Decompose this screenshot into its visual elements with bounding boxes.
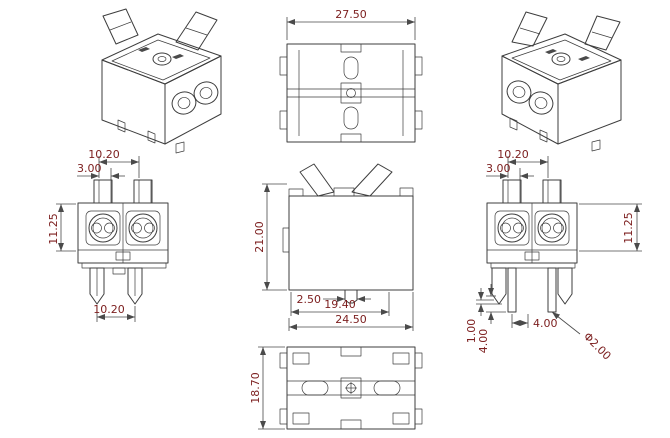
pole-circle bbox=[128, 213, 158, 243]
solder-pin bbox=[507, 267, 517, 313]
dim-front-right-pin-step: 1.00 bbox=[465, 288, 502, 343]
lever-profile bbox=[299, 163, 335, 197]
dim-text-right-pitch-top: 10.20 bbox=[497, 148, 529, 161]
lever-right bbox=[584, 15, 621, 51]
view-top bbox=[279, 43, 423, 143]
lever-left bbox=[102, 8, 139, 45]
lever-right bbox=[175, 11, 218, 51]
solder-pin bbox=[547, 267, 557, 313]
dim-text-right-height: 11.25 bbox=[622, 212, 635, 244]
dim-text-left-slot: 3.00 bbox=[77, 162, 102, 175]
dim-text-top-width: 27.50 bbox=[335, 8, 367, 21]
dim-text-left-height: 11.25 bbox=[47, 213, 60, 245]
dim-text-side-body-width: 19.40 bbox=[324, 298, 356, 311]
dim-bottom-view-depth: 18.70 bbox=[249, 346, 285, 430]
dim-front-right-pin-length: 4.00 bbox=[477, 284, 506, 353]
dim-text-pin-offset: 4.00 bbox=[533, 317, 558, 330]
dim-front-right-pitch-top: 10.20 bbox=[497, 148, 549, 178]
pole-circle bbox=[88, 213, 118, 243]
mount-foot bbox=[89, 267, 105, 305]
dim-text-left-pitch-top: 10.20 bbox=[88, 148, 120, 161]
dim-front-left-height: 11.25 bbox=[47, 203, 76, 252]
dim-text-side-overall-width: 24.50 bbox=[335, 313, 367, 326]
dim-front-right-pin-offset: 4.00 bbox=[511, 314, 558, 330]
dim-text-bottom-depth: 18.70 bbox=[249, 372, 262, 404]
wire-entry-icon bbox=[506, 80, 532, 104]
mount-foot bbox=[127, 267, 143, 305]
lever-profile bbox=[351, 163, 393, 197]
dim-front-left-pitch-bottom: 10.20 bbox=[93, 303, 136, 322]
pole-circle bbox=[537, 213, 567, 243]
mount-foot bbox=[557, 267, 573, 305]
dim-top-view-width: 27.50 bbox=[286, 8, 416, 40]
dim-front-left-slot: 3.00 bbox=[77, 162, 125, 180]
wire-entry-icon bbox=[528, 91, 554, 115]
dim-front-left-pitch-top: 10.20 bbox=[88, 148, 140, 178]
view-iso-left bbox=[101, 8, 222, 154]
dim-text-pin-step: 1.00 bbox=[465, 319, 478, 344]
dim-text-left-pitch-bottom: 10.20 bbox=[93, 303, 125, 316]
dim-front-right-height: 11.25 bbox=[579, 203, 642, 252]
dim-text-pin-diameter: Φ2.00 bbox=[581, 330, 614, 363]
dim-front-right-slot: 3.00 bbox=[486, 162, 534, 180]
view-front-right bbox=[486, 179, 578, 313]
view-side bbox=[282, 163, 414, 304]
dim-front-right-pin-diameter: Φ2.00 bbox=[551, 311, 614, 363]
dim-text-side-foot: 2.50 bbox=[297, 293, 322, 306]
dim-side-foot: 2.50 bbox=[297, 293, 371, 306]
mount-foot bbox=[491, 267, 507, 305]
dim-text-right-slot: 3.00 bbox=[486, 162, 511, 175]
dim-side-height: 21.00 bbox=[253, 183, 287, 291]
dim-side-body-width: 19.40 bbox=[290, 292, 390, 316]
view-iso-right bbox=[501, 11, 622, 152]
pole-circle bbox=[497, 213, 527, 243]
dim-side-overall-width: 24.50 bbox=[288, 292, 414, 331]
view-front-left bbox=[77, 179, 169, 305]
lever-left bbox=[511, 11, 548, 47]
dim-text-pin-length: 4.00 bbox=[477, 329, 490, 354]
dim-text-side-height: 21.00 bbox=[253, 221, 266, 253]
wire-entry-icon bbox=[193, 81, 219, 105]
view-bottom bbox=[279, 346, 423, 430]
